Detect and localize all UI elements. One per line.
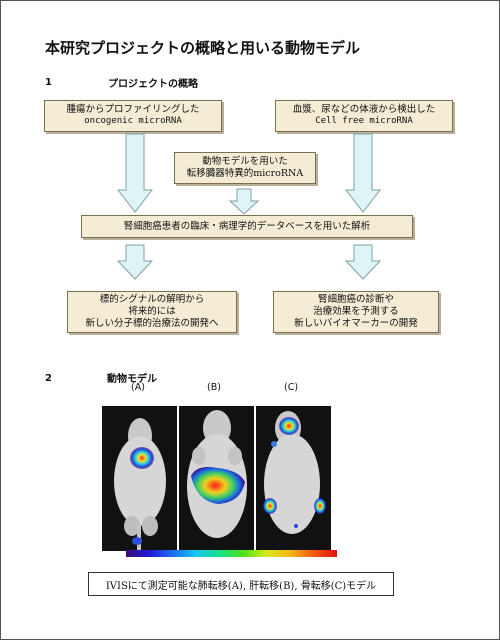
- cell-free-microrna-box: 血漿、尿などの体液から検出した Cell free microRNA: [275, 100, 453, 132]
- figure-caption: IVISにて測定可能な肺転移(A), 肝転移(B), 骨転移(C)モデル: [88, 572, 394, 596]
- box-line: 将来的には: [128, 306, 176, 318]
- box-line: 動物モデルを用いた: [202, 156, 288, 168]
- down-arrow-icon: [116, 244, 154, 280]
- mouse-image-lung: [102, 406, 177, 551]
- down-arrow-icon: [344, 244, 382, 280]
- biomarker-box: 腎細胞癌の診断や 治療効果を予測する 新しいバイオマーカーの開発: [273, 291, 439, 333]
- box-line: 標的シグナルの解明から: [99, 294, 205, 306]
- box-line: 血漿、尿などの体液から検出した: [292, 104, 436, 116]
- section1-number: 1: [45, 77, 52, 88]
- panel-a-label: (A): [131, 382, 145, 393]
- organ-specific-microrna-box: 動物モデルを用いた 転移臓器特異的microRNA: [174, 152, 316, 184]
- mouse-liver-illustration: [187, 410, 247, 538]
- oncogenic-microrna-box: 腫瘍からプロファイリングした oncogenic microRNA: [44, 100, 222, 132]
- mouse-image-bone: [256, 406, 331, 551]
- down-arrow-icon: [344, 133, 382, 213]
- section1-heading: プロジェクトの概略: [108, 79, 198, 90]
- box-line: 新しいバイオマーカーの開発: [294, 317, 418, 329]
- box-line: 腎細胞癌の診断や: [317, 294, 394, 306]
- box-line: oncogenic microRNA: [84, 116, 182, 127]
- mouse-lung-illustration: [114, 418, 166, 551]
- down-arrow-icon: [228, 188, 260, 215]
- panel-b-label: (B): [207, 382, 221, 393]
- down-arrow-icon: [116, 133, 154, 213]
- clinical-database-analysis-box: 腎細胞癌患者の臨床・病理学的データベースを用いた解析: [81, 215, 413, 238]
- box-line: Cell free microRNA: [315, 116, 413, 127]
- box-line: 腎細胞癌患者の臨床・病理学的データベースを用いた解析: [123, 220, 371, 232]
- section2-number: 2: [45, 373, 52, 384]
- section2-heading: 動物モデル: [107, 374, 157, 385]
- targeted-therapy-box: 標的シグナルの解明から 将来的には 新しい分子標的治療法の開発へ: [67, 291, 237, 333]
- box-line: 新しい分子標的治療法の開発へ: [85, 317, 219, 329]
- panel-c-label: (C): [284, 382, 299, 393]
- intensity-color-scale: [126, 550, 337, 557]
- box-line: 腫瘍からプロファイリングした: [66, 104, 200, 116]
- mouse-bone-illustration: [263, 411, 326, 534]
- box-line: 転移臓器特異的microRNA: [186, 168, 304, 179]
- page-title: 本研究プロジェクトの概略と用いる動物モデル: [45, 39, 361, 57]
- box-line: 治療効果を予測する: [313, 306, 399, 318]
- mouse-image-liver: [179, 406, 254, 551]
